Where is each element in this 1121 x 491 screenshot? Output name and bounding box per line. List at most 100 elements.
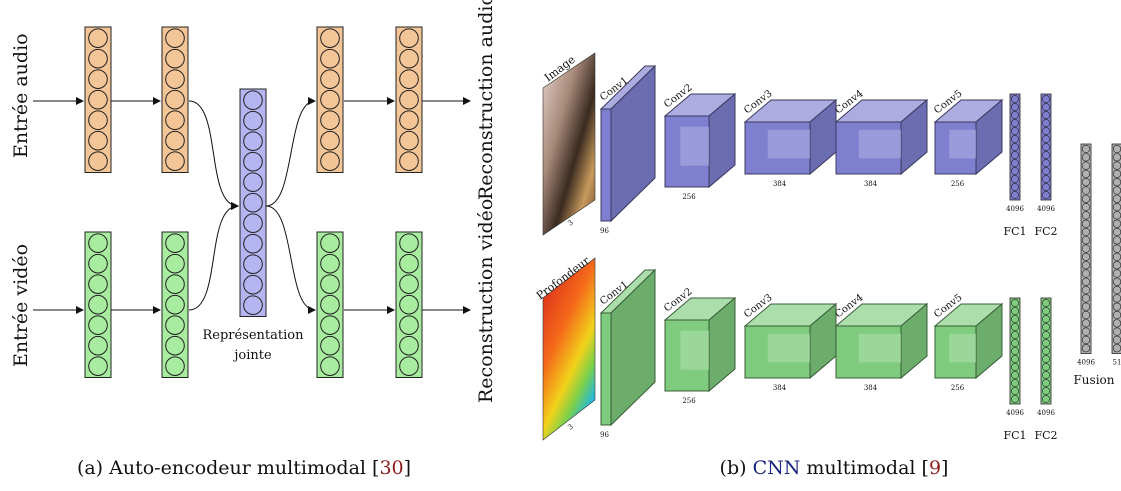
neuron xyxy=(1042,127,1050,135)
neuron xyxy=(1042,355,1050,363)
neuron xyxy=(1081,227,1091,237)
neuron xyxy=(1042,119,1050,127)
neuron xyxy=(1011,103,1019,111)
neuron xyxy=(320,28,340,49)
neuron xyxy=(320,130,340,151)
neuron xyxy=(1112,194,1121,203)
neuron xyxy=(88,253,108,274)
fusion-label: Fusion xyxy=(1073,373,1114,387)
neuron xyxy=(165,69,185,89)
neuron xyxy=(165,130,185,151)
neuron xyxy=(1081,310,1091,320)
neuron xyxy=(243,295,263,316)
neuron xyxy=(1042,387,1050,395)
neuron xyxy=(399,233,419,253)
neuron xyxy=(1112,286,1121,295)
neuron xyxy=(88,151,108,171)
neuron xyxy=(399,130,419,151)
neuron xyxy=(1081,252,1091,261)
video-layer xyxy=(161,231,189,378)
neuron xyxy=(1011,191,1019,199)
neuron xyxy=(1042,315,1050,323)
layer-size-label: 384 xyxy=(773,180,787,188)
neuron xyxy=(1042,159,1050,167)
neuron xyxy=(1112,294,1121,303)
neuron xyxy=(1081,286,1091,295)
neuron xyxy=(399,89,419,110)
neuron xyxy=(1042,395,1050,403)
neuron xyxy=(1081,219,1091,228)
neuron xyxy=(1081,294,1091,303)
neuron xyxy=(165,274,185,295)
neuron xyxy=(1112,211,1121,220)
neuron xyxy=(1042,299,1050,307)
neuron xyxy=(243,254,263,275)
neuron xyxy=(1042,143,1050,151)
fc-size-label: 4096 xyxy=(1037,409,1055,417)
neuron xyxy=(1011,299,1019,307)
neuron xyxy=(320,48,340,69)
neuron xyxy=(1112,219,1121,228)
layer-size-label: 96 xyxy=(600,431,609,439)
neuron xyxy=(1011,111,1019,119)
neuron xyxy=(399,253,419,274)
neuron xyxy=(1081,277,1091,286)
neuron xyxy=(1011,159,1019,167)
neuron xyxy=(320,315,340,336)
neuron xyxy=(1011,371,1019,379)
neuron xyxy=(165,253,185,274)
video-reconstruction-label: Reconstruction vidéo xyxy=(475,199,497,403)
neuron xyxy=(1042,151,1050,159)
layer-size-label: 384 xyxy=(864,180,878,188)
neuron xyxy=(88,28,108,49)
neuron xyxy=(1112,161,1121,170)
neuron xyxy=(243,110,263,131)
neuron xyxy=(1011,395,1019,403)
neuron xyxy=(1042,167,1050,175)
arrow xyxy=(188,202,239,311)
neuron xyxy=(1042,371,1050,379)
layer-size-label: 384 xyxy=(864,384,878,392)
arrow xyxy=(188,100,239,210)
caption-b: (b) CNN multimodal [9] xyxy=(720,457,949,479)
neuron xyxy=(1081,211,1091,220)
neuron xyxy=(399,28,419,49)
neuron xyxy=(165,89,185,110)
neuron xyxy=(1081,335,1091,345)
joint-representation-label: Représentation xyxy=(202,328,304,343)
neuron xyxy=(243,274,263,295)
neuron xyxy=(165,294,185,315)
neuron xyxy=(1112,252,1121,261)
neuron xyxy=(88,48,108,69)
neuron xyxy=(88,335,108,356)
neuron xyxy=(1112,236,1121,245)
neuron xyxy=(243,233,263,254)
neuron xyxy=(88,110,108,130)
neuron xyxy=(1011,339,1019,347)
neuron xyxy=(165,110,185,130)
image-depth-channels: 3 xyxy=(566,219,574,228)
neuron xyxy=(320,89,340,110)
neuron xyxy=(1112,244,1121,253)
audio-input-label: Entrée audio xyxy=(10,33,32,158)
audio-reconstruction-label: Reconstruction audio xyxy=(475,0,497,200)
depth-depth-channels: 3 xyxy=(566,423,574,432)
neuron xyxy=(1081,327,1091,336)
neuron xyxy=(399,335,419,356)
neuron xyxy=(320,356,340,377)
fusion-size-label: 51 xyxy=(1113,359,1121,367)
neuron xyxy=(1112,186,1121,195)
neuron xyxy=(1081,144,1091,154)
audio-layer xyxy=(84,26,112,173)
neuron xyxy=(165,315,185,336)
multimodal-autoencoder-diagram: Entrée audio Entrée vidéo Reconstruction… xyxy=(10,0,497,479)
neuron xyxy=(165,233,185,253)
multimodal-cnn-diagram: Image Profondeur 3 3 Conv196Conv2256Conv… xyxy=(534,52,1121,479)
fusion-size-label: 4096 xyxy=(1077,359,1095,367)
neuron xyxy=(88,69,108,89)
